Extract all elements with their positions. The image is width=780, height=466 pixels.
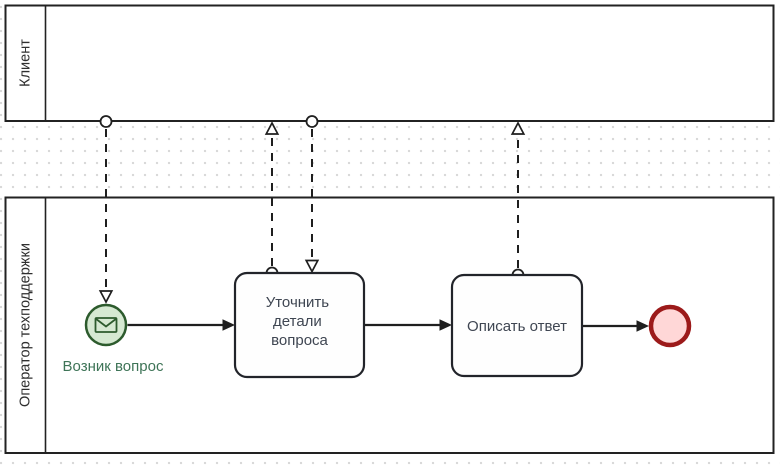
end-event[interactable] xyxy=(651,307,689,345)
lane-label-operator: Оператор техподдержки xyxy=(17,243,33,407)
lane-label-client: Клиент xyxy=(17,39,33,87)
task-answer-label: Описать ответ xyxy=(467,318,567,335)
start-event-label: Возник вопрос xyxy=(63,358,164,375)
task-describe-answer[interactable]: Описать ответ xyxy=(452,275,582,376)
pool-client[interactable]: Клиент xyxy=(6,6,774,122)
task-clarify-label: Уточнить детали вопроса xyxy=(266,294,334,349)
task-clarify-details[interactable]: Уточнить детали вопроса xyxy=(235,273,364,377)
